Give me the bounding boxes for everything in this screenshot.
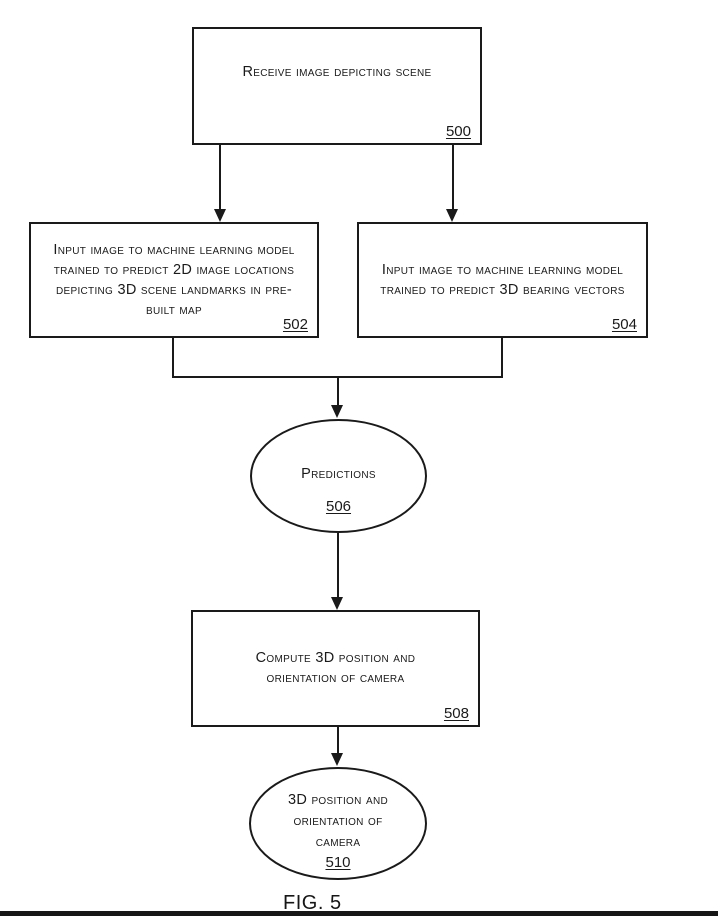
flow-box-input-bearing-model: Input image to machine learning model tr… — [357, 222, 648, 338]
connector-line-500-504 — [452, 145, 454, 211]
flow-ellipse-output-pose: 3D position and orientation of camera 51… — [249, 767, 427, 880]
arrowhead-down-icon — [331, 753, 343, 766]
arrowhead-down-icon — [214, 209, 226, 222]
ref-numeral-500: 500 — [445, 123, 471, 140]
node-label-506: Predictions — [301, 465, 376, 482]
node-label-504: Input image to machine learning model tr… — [380, 262, 625, 298]
ref-numeral-506: 506 — [325, 497, 352, 515]
figure-caption: FIG. 5 — [283, 892, 342, 914]
ref-numeral-504: 504 — [611, 316, 637, 333]
node-label-500: Receive image depicting scene — [242, 64, 432, 80]
flow-box-compute-pose: Compute 3D position and orientation of c… — [191, 610, 480, 727]
node-label-510: 3D position and orientation of camera — [288, 792, 388, 850]
connector-line-508-510 — [337, 727, 339, 754]
connector-line-506-508 — [337, 533, 339, 597]
flow-ellipse-predictions: Predictions 506 — [250, 419, 427, 533]
flow-box-receive-image: Receive image depicting scene 500 — [192, 27, 482, 145]
connector-line-504-merge — [501, 338, 503, 378]
arrowhead-down-icon — [331, 405, 343, 418]
ref-numeral-502: 502 — [282, 316, 308, 333]
connector-line-502-merge — [172, 338, 174, 378]
connector-line-500-502 — [219, 145, 221, 211]
page-bottom-border — [0, 911, 718, 916]
node-label-502: Input image to machine learning model tr… — [53, 242, 295, 318]
flow-box-input-landmark-model: Input image to machine learning model tr… — [29, 222, 319, 338]
node-label-508: Compute 3D position and orientation of c… — [255, 649, 416, 686]
connector-line-merge-506 — [337, 378, 339, 406]
ref-numeral-510: 510 — [325, 854, 351, 871]
arrowhead-down-icon — [331, 597, 343, 610]
arrowhead-down-icon — [446, 209, 458, 222]
connector-merge-bar — [172, 376, 503, 378]
ref-numeral-508: 508 — [443, 705, 469, 722]
